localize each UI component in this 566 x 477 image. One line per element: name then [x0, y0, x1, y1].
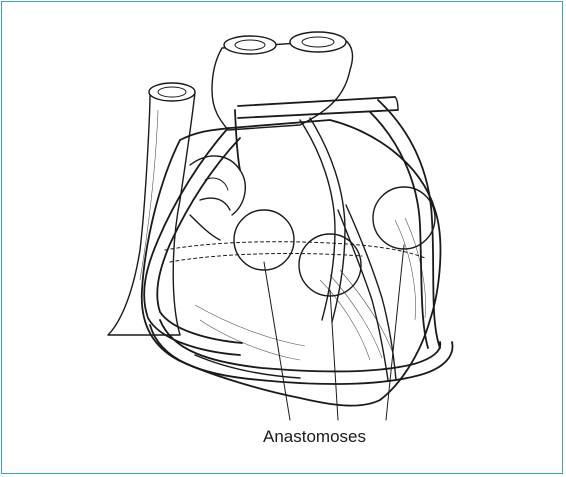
superior-vena-cava [108, 83, 195, 335]
sulcus-lines [165, 242, 425, 262]
circumflex-artery [370, 100, 440, 348]
heart-body [142, 120, 441, 406]
leader-lines [264, 245, 404, 420]
caption-anastomoses: Anastomoses [263, 427, 366, 447]
anastomosis-circle-3 [373, 187, 435, 249]
anterior-descending-artery [300, 118, 396, 380]
posterior-loop-artery [150, 320, 453, 384]
anastomosis-circle-1 [234, 210, 294, 270]
